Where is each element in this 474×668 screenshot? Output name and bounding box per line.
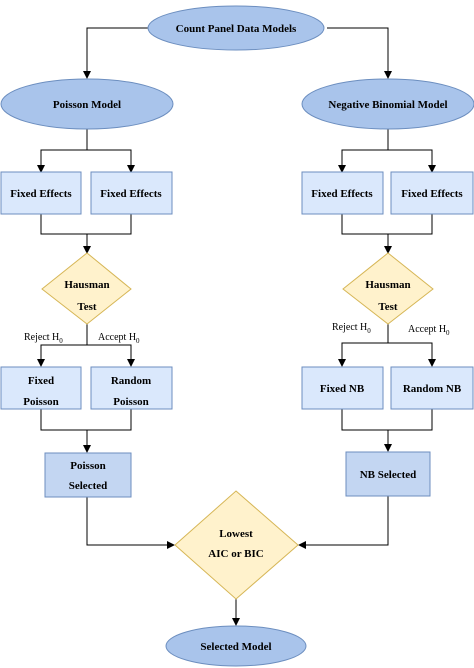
poisson-selected-label-2: Selected [69,480,107,492]
left-fixed-effects-label-2: Fixed Effects [100,188,162,200]
edge-left-merge [40,409,132,431]
right-fixed-effects-box-1 [301,171,384,215]
right-hausman-label-1: Hausman [365,279,410,291]
edge-poisson-to-fe1 [37,129,88,173]
count-panel-ellipse [147,5,325,51]
edge-poisson-to-fe2 [87,149,135,173]
fixed-nb-label: Fixed NB [320,383,365,395]
left-accept-label: Accept H0 [98,332,140,345]
count-panel-label: Count Panel Data Models [176,23,297,35]
left-reject-label: Reject H0 [24,332,63,345]
edge-nb-to-fe1 [338,129,389,173]
right-accept-label: Accept H0 [408,324,450,337]
right-hausman-label-2: Test [378,301,397,313]
edge-right-accept [388,342,436,367]
edge-top-to-nb [327,27,392,79]
poisson-selected-label-1: Poisson [70,460,105,472]
fixed-poisson-box [0,366,82,410]
random-poisson-box [90,366,173,410]
poisson-model-label: Poisson Model [53,99,121,111]
right-fixed-effects-label-2: Fixed Effects [401,188,463,200]
nb-selected-label: NB Selected [360,469,417,481]
poisson-model-ellipse [0,78,174,130]
edge-left-reject [37,324,88,367]
random-nb-box [390,366,474,410]
poisson-selected-box [44,452,132,498]
left-hausman-label-2: Test [77,301,96,313]
selected-model-label: Selected Model [200,641,271,653]
lowest-label-1: Lowest [219,528,253,540]
left-fixed-effects-box-2 [90,171,173,215]
random-poisson-label-1: Random [111,375,151,387]
nb-model-ellipse [301,78,474,130]
right-fixed-effects-box-2 [390,171,474,215]
edge-top-to-poisson [83,27,148,79]
fixed-poisson-label-1: Fixed [28,375,54,387]
right-fixed-effects-label-1: Fixed Effects [311,188,373,200]
right-hausman-diamond [342,252,434,325]
fixed-poisson-label-2: Poisson [23,396,58,408]
right-reject-label: Reject H0 [332,322,371,335]
fixed-nb-box [301,366,384,410]
left-fixed-effects-label-1: Fixed Effects [10,188,72,200]
edge-left-accept [87,344,135,367]
edge-right-reject [338,324,389,367]
connectors [37,27,436,626]
edge-right-fe-merge [341,214,433,235]
edge-left-fe-merge [40,214,132,235]
edge-right-merge [341,409,433,431]
lowest-label-2: AIC or BIC [208,548,263,560]
nb-model-label: Negative Binomial Model [328,99,447,111]
left-hausman-diamond [41,252,132,325]
random-poisson-label-2: Poisson [113,396,148,408]
random-nb-label: Random NB [403,383,462,395]
left-fixed-effects-box-1 [0,171,82,215]
selected-model-ellipse [165,625,307,667]
edge-nb-to-fe2 [388,149,436,173]
lowest-aic-bic-diamond [174,490,299,600]
edge-poisson-selected-to-lowest [86,497,175,549]
nb-selected-box [345,451,431,497]
edge-nb-selected-to-lowest [298,496,389,549]
left-hausman-label-1: Hausman [64,279,109,291]
